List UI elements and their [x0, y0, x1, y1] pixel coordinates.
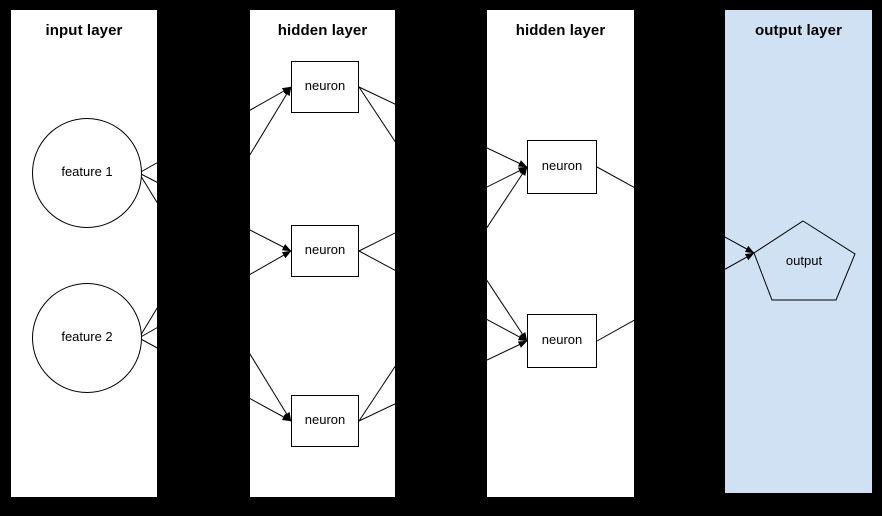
- node-hidden2-neuron-2[interactable]: [527, 314, 597, 368]
- node-hidden2-neuron-1[interactable]: [527, 140, 597, 194]
- layer-title-output: output layer: [754, 22, 843, 39]
- node-hidden1-neuron-1[interactable]: [291, 61, 359, 113]
- layer-panel-input: [11, 10, 157, 497]
- layer-title-input: input layer: [45, 22, 123, 39]
- node-hidden1-neuron-3[interactable]: [291, 395, 359, 447]
- node-feature-2[interactable]: [32, 283, 142, 393]
- node-feature-1[interactable]: [32, 118, 142, 228]
- layer-title-hidden-1: hidden layer: [277, 22, 368, 39]
- layer-panel-hidden-2: [487, 10, 634, 497]
- layer-title-hidden-2: hidden layer: [515, 22, 606, 39]
- layer-panel-output: [725, 10, 872, 493]
- node-hidden1-neuron-2[interactable]: [291, 225, 359, 277]
